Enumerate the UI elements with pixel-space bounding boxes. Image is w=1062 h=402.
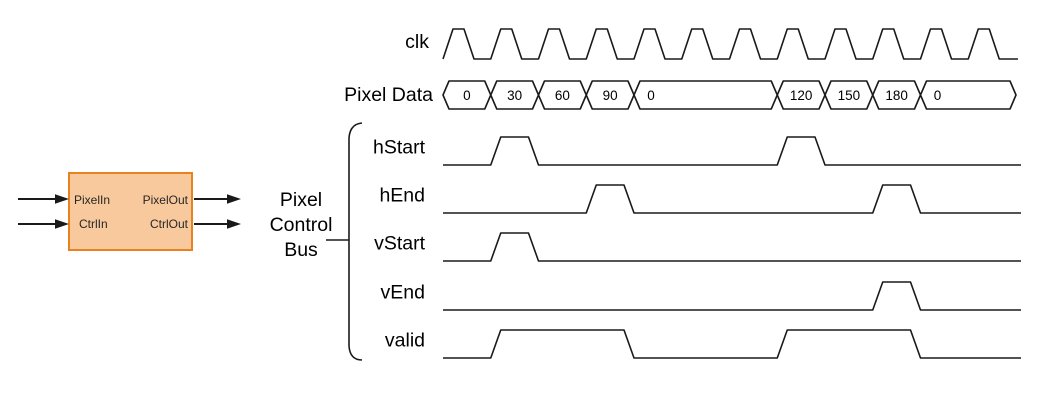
input-arrow-ctrlin-head — [55, 219, 69, 229]
pixel-data-value: 30 — [507, 88, 522, 103]
port-label-pixelin: PixelIn — [74, 193, 110, 207]
signal-label-valid: valid — [385, 330, 425, 352]
signal-label-vstart: vStart — [374, 233, 426, 255]
pixel-data-cell — [633, 80, 779, 110]
bus-label-line2: Control — [270, 214, 333, 236]
signal-label-vend: vEnd — [381, 282, 425, 304]
pixel-data-label: Pixel Data — [344, 84, 433, 106]
waveform-hend — [443, 184, 1021, 214]
output-arrow-ctrlout-head — [227, 219, 241, 229]
port-label-ctrlout: CtrlOut — [150, 217, 189, 231]
pixel-data-value: 90 — [603, 88, 618, 103]
waveform-vstart — [443, 232, 1021, 262]
signal-label-hend: hEnd — [379, 185, 425, 207]
clk-waveform — [442, 28, 1018, 60]
input-arrow-pixelin-head — [55, 194, 69, 204]
signal-group-brace — [326, 122, 363, 361]
port-label-ctrlin: CtrlIn — [79, 217, 108, 231]
output-arrow-pixelout-head — [227, 194, 241, 204]
pixel-data-value: 0 — [463, 88, 471, 103]
pixel-data-value: 0 — [647, 88, 655, 103]
signal-label-hstart: hStart — [373, 137, 426, 159]
pixel-data-value: 180 — [885, 88, 908, 103]
pixel-data-value: 0 — [934, 88, 942, 103]
bus-label-line3: Bus — [284, 239, 318, 261]
pixel-data-value: 120 — [790, 88, 813, 103]
clk-label: clk — [405, 31, 429, 53]
port-label-pixelout: PixelOut — [143, 193, 189, 207]
brace-path — [348, 122, 363, 361]
pixel-data-value: 60 — [555, 88, 570, 103]
pixel-control-bus-block — [68, 172, 193, 251]
waveform-hstart — [443, 136, 1021, 166]
pixel-data-value: 150 — [838, 88, 861, 103]
bus-label-line1: Pixel — [280, 189, 322, 211]
waveform-vend — [443, 281, 1021, 311]
waveform-valid — [443, 329, 1021, 359]
pixel-data-cell — [919, 80, 1017, 110]
